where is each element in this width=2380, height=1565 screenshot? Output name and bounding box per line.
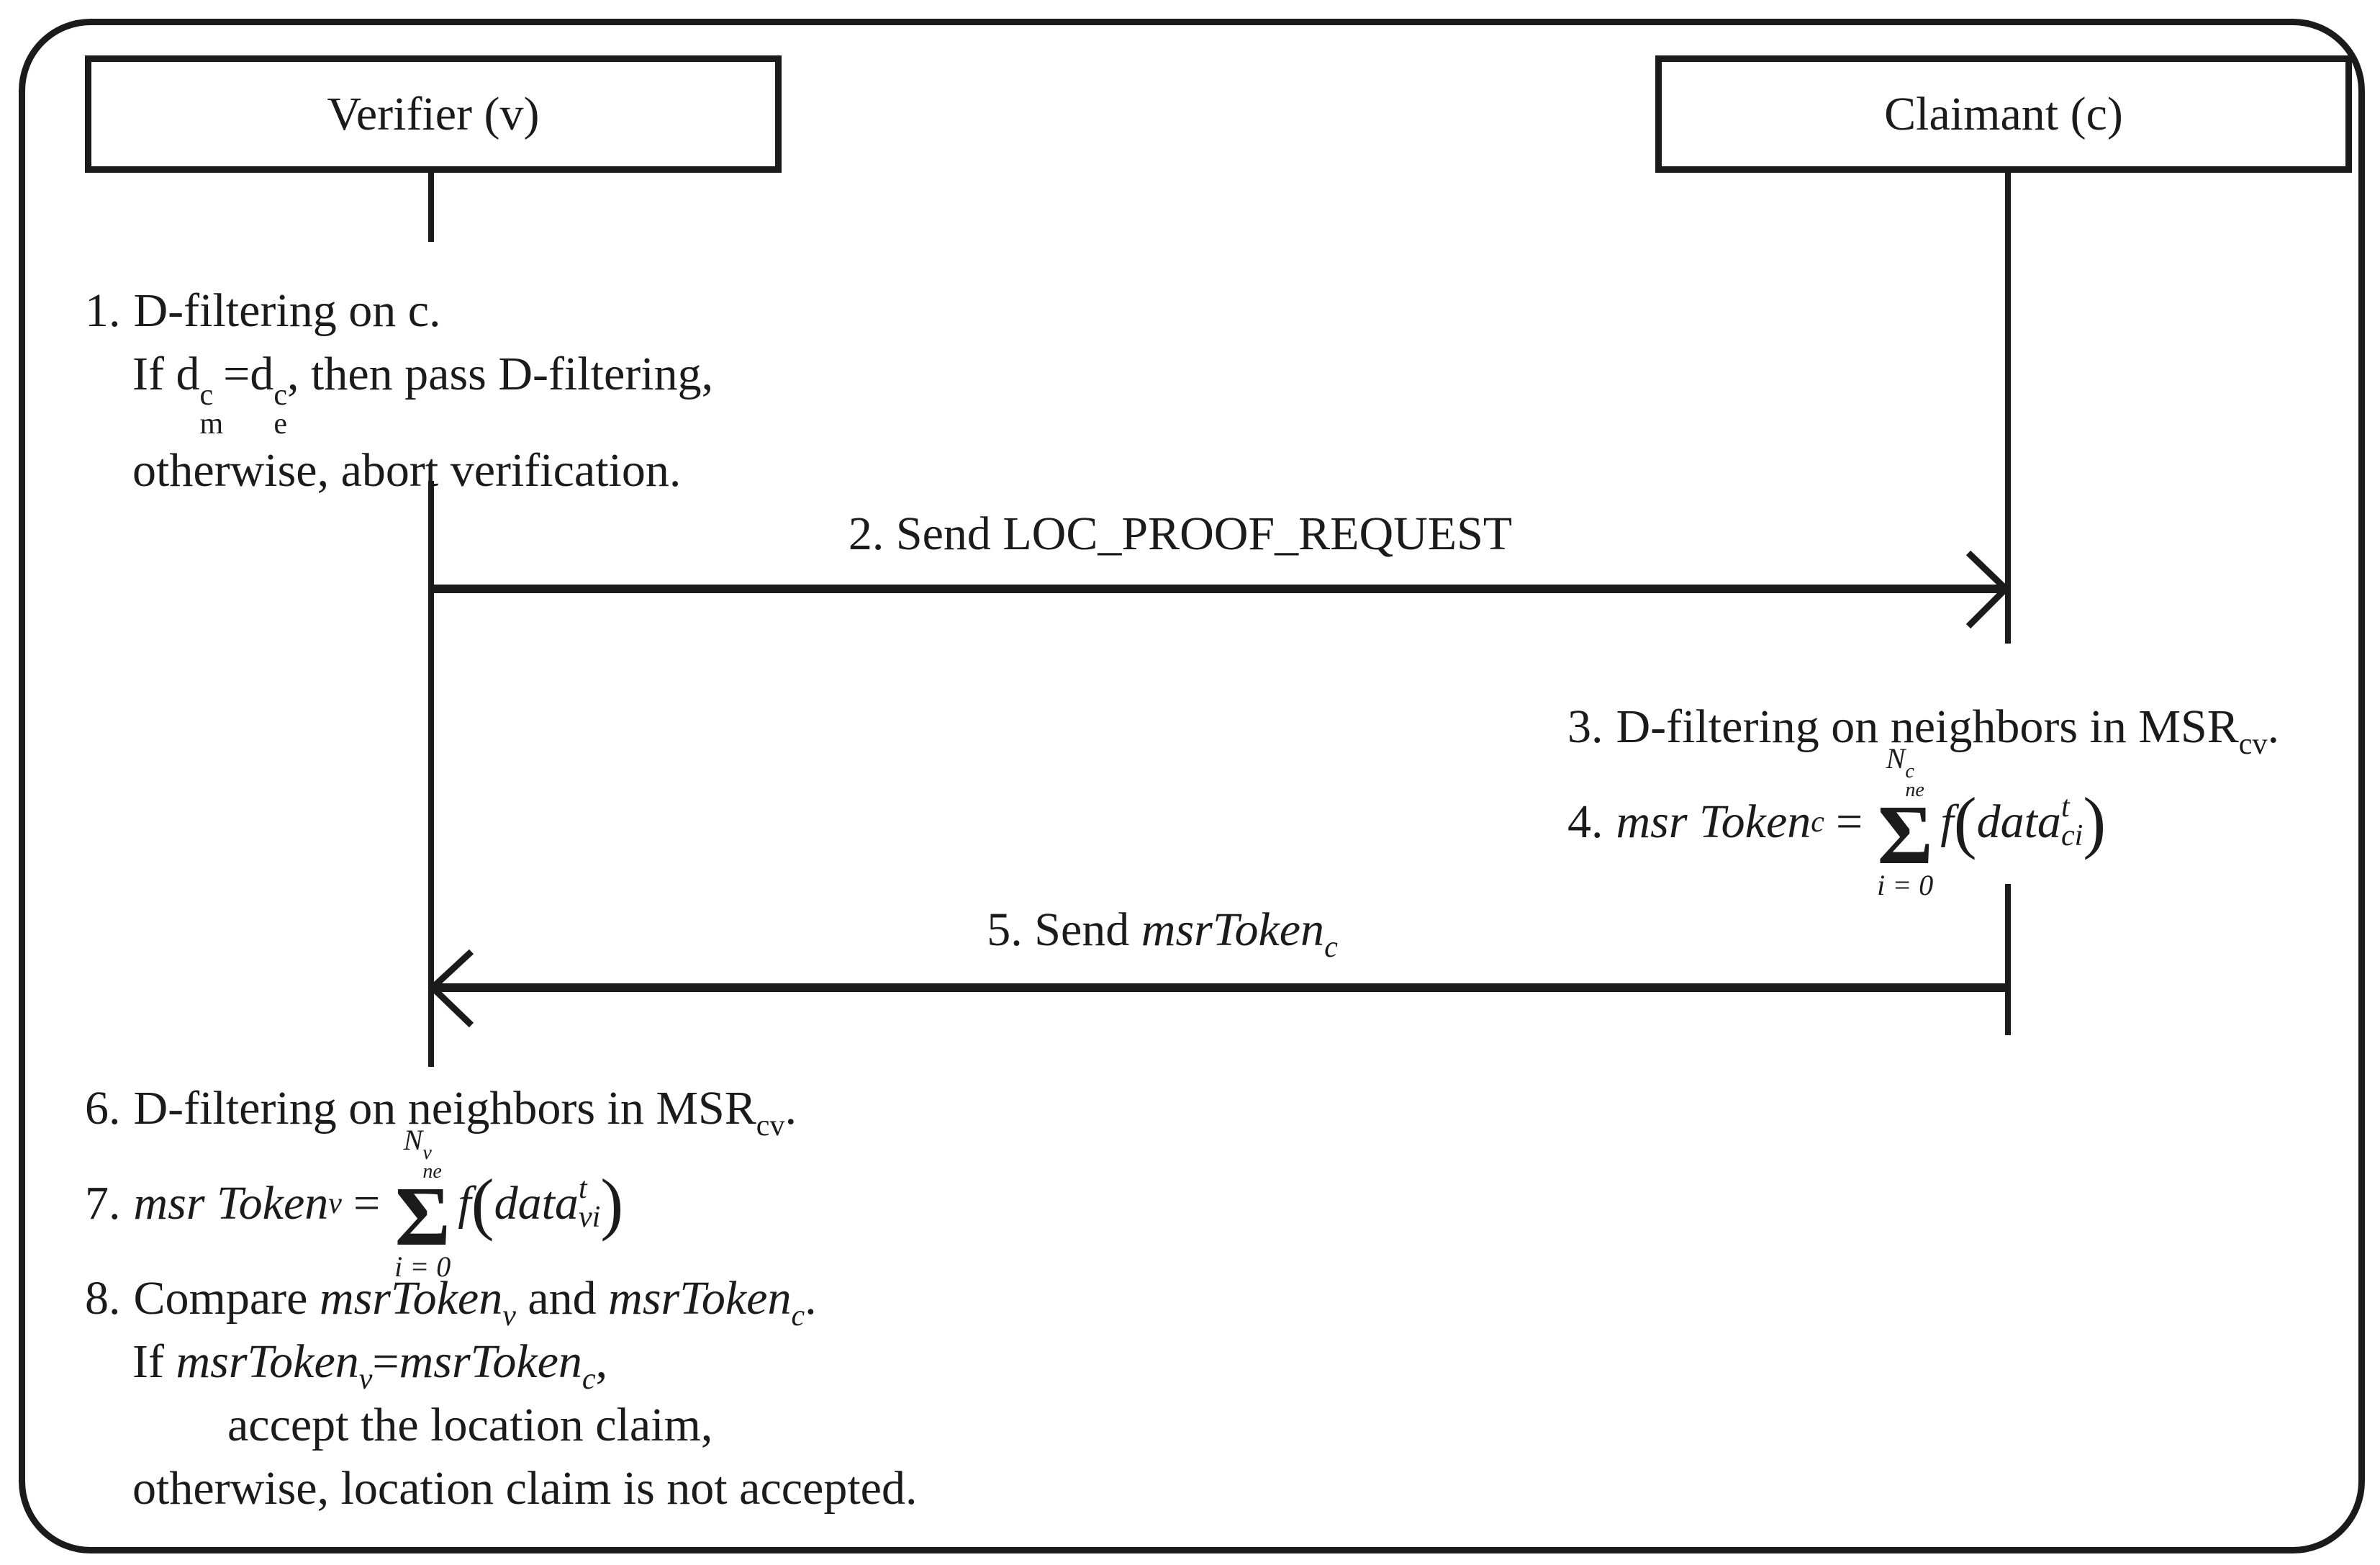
message-2-arrow <box>431 550 2011 629</box>
message-5-arrow <box>427 949 2009 1028</box>
equals-sign: = <box>1835 795 1863 848</box>
message-2-label: 2. Send LOC_PROOF_REQUEST <box>849 502 1512 566</box>
verifier-lifeline-upper <box>428 173 434 242</box>
equals-sign: = <box>353 1177 381 1230</box>
diagram-border <box>19 19 2365 1553</box>
step-3-msr-sub: cv <box>2238 727 2268 761</box>
step-1-line-2-mid: =d <box>223 348 274 400</box>
step-6-number: 6. <box>85 1082 121 1135</box>
step-1-line-3-text: otherwise, abort verification. <box>132 443 682 497</box>
sigma-icon: Σ <box>1877 787 1933 882</box>
step-4-function: f <box>1940 795 1954 848</box>
step-7-lhs: msr Token <box>133 1177 329 1230</box>
step-6-line: 6.D-filtering on neighbors in MSRcv. <box>85 1077 917 1142</box>
step-6-period: . <box>784 1082 797 1135</box>
verifier-lifeline-lower <box>428 481 434 1067</box>
step-4-number: 4. <box>1567 795 1603 848</box>
message-5-text: 5. Send <box>987 903 1141 956</box>
step-8-line-4: otherwise, location claim is not accepte… <box>132 1462 918 1515</box>
step-1-line-3: otherwise, abort verification. <box>85 439 713 502</box>
step-3-period: . <box>2267 700 2279 753</box>
step-6-text: D-filtering on neighbors in MSR <box>133 1082 756 1135</box>
step-1-line-1: 1.D-filtering on c. <box>85 279 713 343</box>
sigma-icon: Σ <box>394 1168 451 1263</box>
message-5-var-sub: c <box>1324 930 1338 964</box>
claimant-box: Claimant (c) <box>1655 55 2352 173</box>
step-6-7-8-text: 6.D-filtering on neighbors in MSRcv. 7. … <box>85 1077 917 1520</box>
step-1-line-2-post: , then pass D-filtering, <box>287 348 714 400</box>
step-4-lhs: msr Token <box>1616 795 1811 848</box>
verifier-label: Verifier (v) <box>327 87 540 140</box>
step-8-line-2: If msrTokenv=msrTokenc, <box>132 1335 608 1396</box>
sum-lower-limit: i = 0 <box>394 1250 451 1283</box>
arrowhead-left-icon <box>427 949 474 1028</box>
claimant-lifeline-upper <box>2005 173 2011 644</box>
step-4-arg: data <box>1976 795 2061 848</box>
step-3-4-text: 3.D-filtering on neighbors in MSRcv. 4. … <box>1567 695 2279 901</box>
step-3-text: D-filtering on neighbors in MSR <box>1616 700 2239 753</box>
step-1-line-2-pre: If d <box>132 348 200 400</box>
arrowhead-right-icon <box>1965 550 2011 629</box>
step-7-arg: data <box>494 1177 579 1230</box>
step-3-line: 3.D-filtering on neighbors in MSRcv. <box>1567 695 2279 759</box>
claimant-lifeline-lower <box>2005 884 2011 1035</box>
step-8-line-3: accept the location claim, <box>227 1399 713 1451</box>
message-2-text: 2. Send LOC_PROOF_REQUEST <box>848 508 1513 560</box>
step-1-number: 1. <box>85 284 121 337</box>
step-1-line-1-text: D-filtering on c. <box>133 284 441 337</box>
message-5-label: 5. Send msrTokenc <box>987 898 1337 962</box>
step-3-number: 3. <box>1567 700 1603 753</box>
sum-lower-limit: i = 0 <box>1877 868 1934 901</box>
message-5-var: msrToken <box>1141 903 1325 956</box>
claimant-label: Claimant (c) <box>1884 87 2123 140</box>
step-7-function: f <box>458 1177 471 1230</box>
step-8-number: 8. <box>85 1272 121 1325</box>
step-7-number: 7. <box>85 1177 121 1230</box>
verifier-box: Verifier (v) <box>85 55 782 173</box>
step-6-msr-sub: cv <box>756 1109 785 1142</box>
step-8-line-1: 8.Compare msrTokenv and msrTokenc. <box>85 1272 817 1332</box>
